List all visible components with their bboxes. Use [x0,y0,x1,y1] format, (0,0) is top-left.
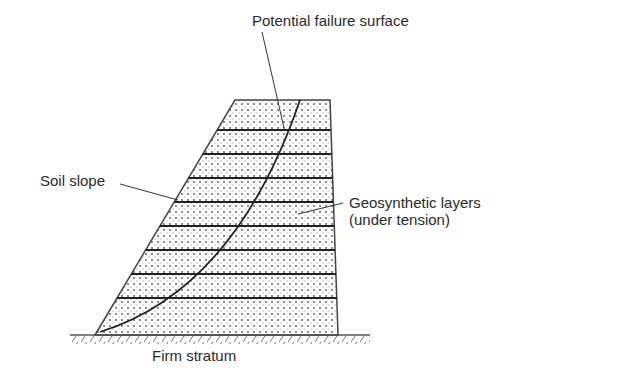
geosynthetic-layer [80,225,345,227]
geosynthetic-layer [80,177,345,179]
ground-hatch [70,336,370,344]
geosynthetic-layer [80,297,345,299]
leader-line [262,32,284,128]
leader-line [298,203,343,214]
label-text: Potential failure surface [250,12,411,29]
label-text: Soil slope [38,172,107,189]
geosynthetic-layers [80,130,345,298]
label-text: Firm stratum [150,347,238,364]
label-text: Geosynthetic layers (under tension) [347,194,501,228]
geosynthetic-layer [80,129,345,131]
geosynthetic-layer [80,273,345,275]
geosynthetic-layer [80,249,345,251]
geosynthetic-layer [80,201,345,203]
leader-line [120,184,178,200]
soil-slope [95,100,338,335]
failure-surface [100,100,300,332]
geosynthetic-layer [80,153,345,155]
